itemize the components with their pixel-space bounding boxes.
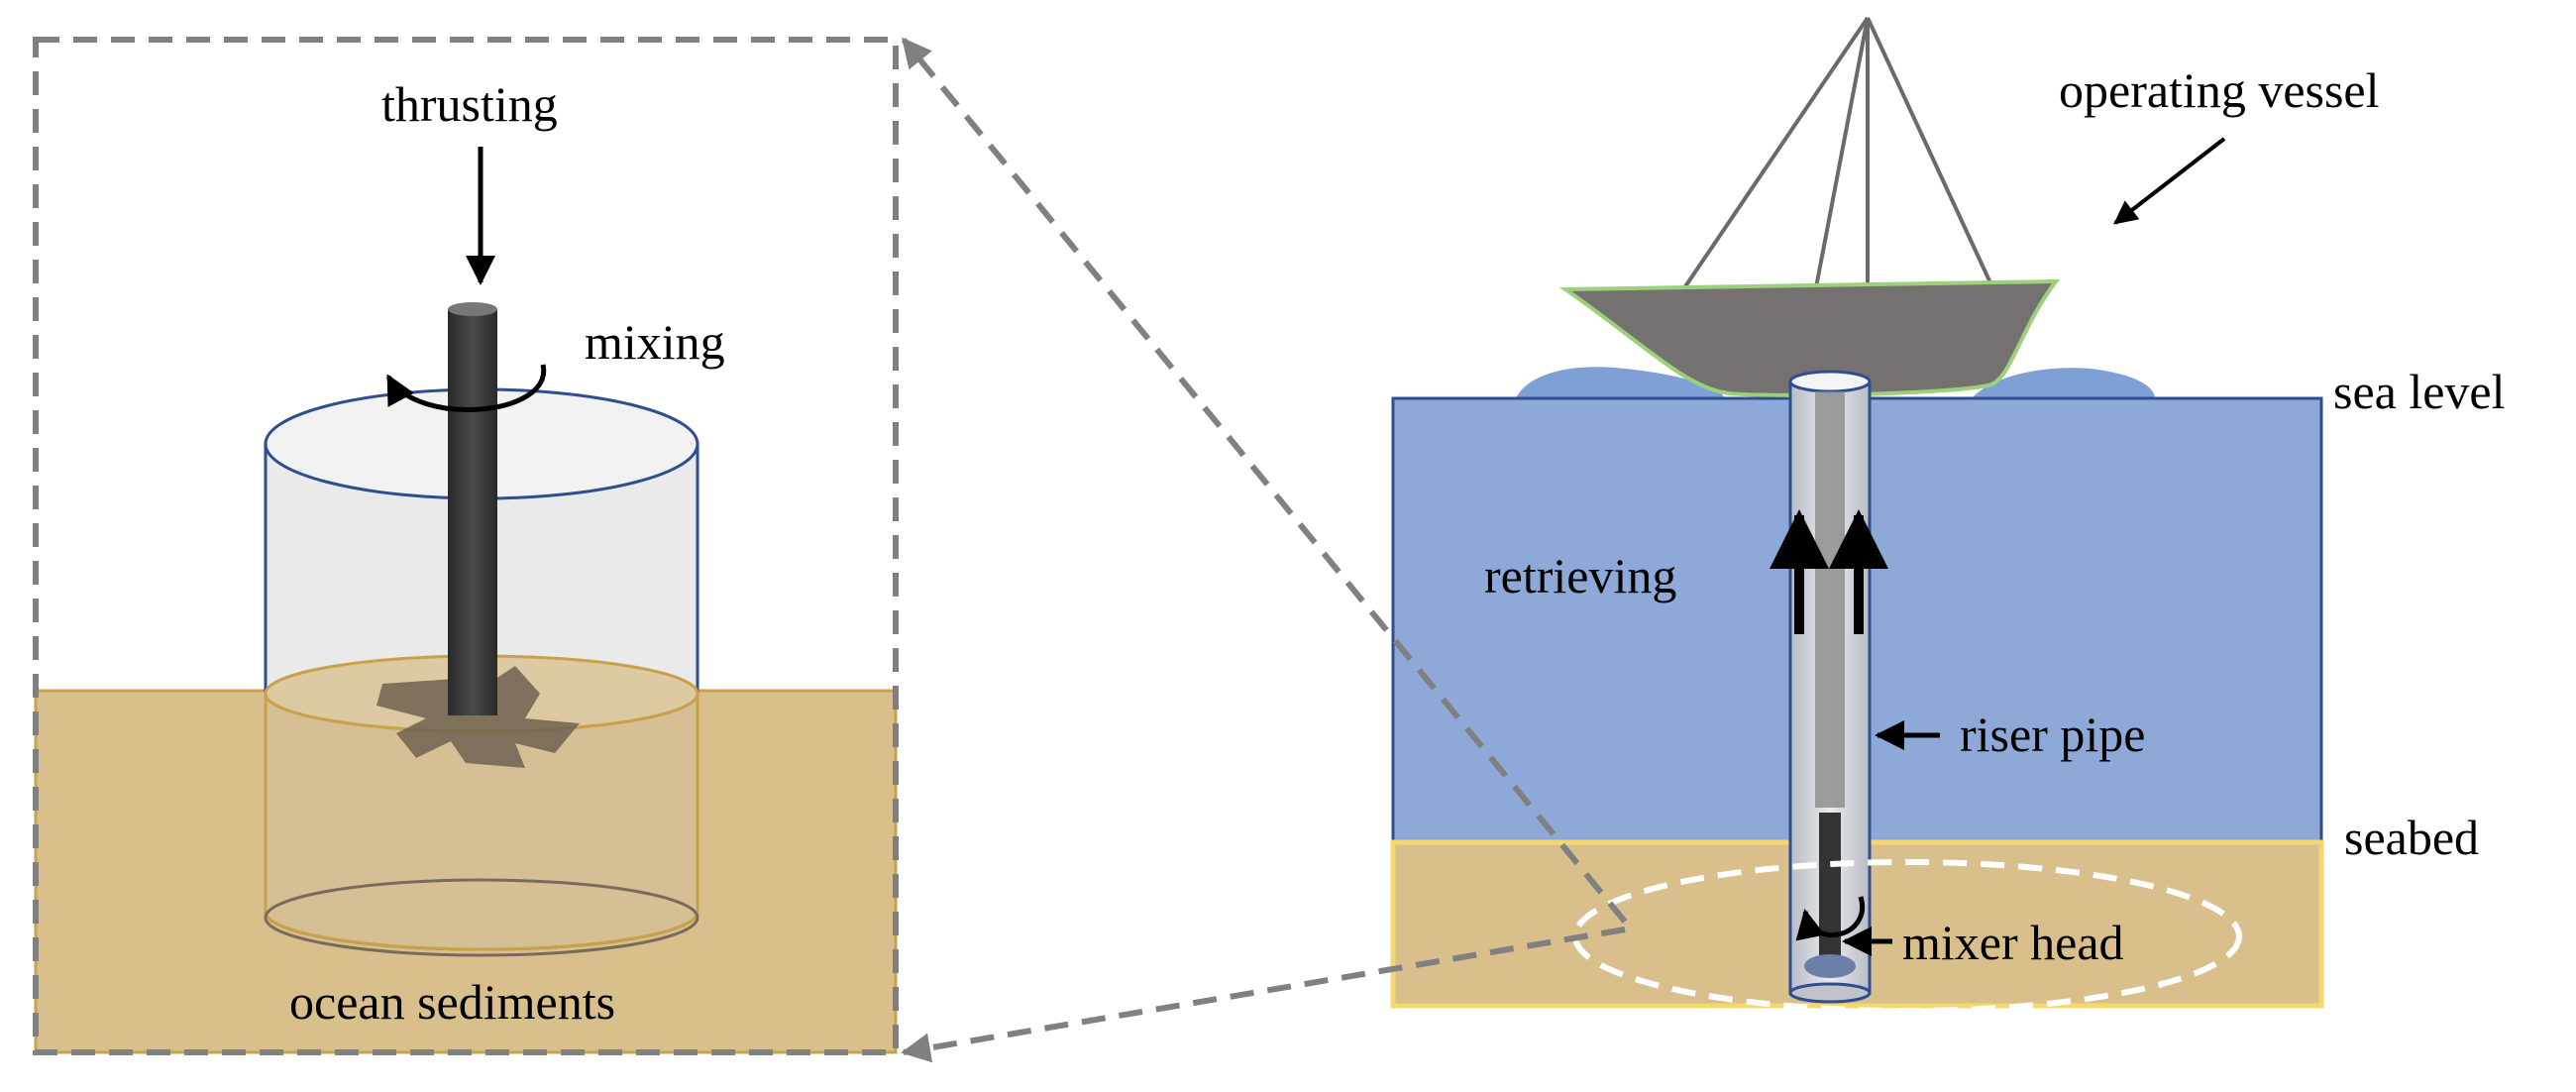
mixer-rod [448,309,497,715]
mixer-blade [376,666,580,768]
vessel-pointer [2113,137,2226,225]
zoom-region-ellipse [1572,859,2242,1014]
sea-wave-right [1972,368,2155,398]
mixing-rotation-arrow [385,364,547,413]
zoom-connector-bottom [901,927,1626,1063]
inner-shaft [1815,391,1845,808]
mixer-head-rotation-arrow [1795,896,1866,941]
cylinder-bottom-shadow [264,878,699,957]
label-retrieving: retrieving [1484,548,1676,603]
overview-panel: operating vessel sea level retrieving ri… [1390,16,2506,1014]
mixer-head-rod [1819,813,1841,961]
label-riser-pipe: riser pipe [1960,707,2145,762]
label-seabed: seabed [2344,810,2479,865]
label-thrusting: thrusting [381,76,558,132]
zoom-connector-top [901,37,1628,924]
label-operating-vessel: operating vessel [2059,62,2380,118]
zoom-dashed-frame [33,37,899,1055]
label-ocean-sediments: ocean sediments [289,974,615,1030]
vessel-rigging [1677,16,1995,297]
zoom-panel: thrusting mixing ocean sediments [33,37,899,1055]
label-mixing: mixing [585,314,725,370]
riser-pipe-top [1788,370,1872,393]
label-sea-level: sea level [2333,364,2506,419]
mixer-head-blade [1804,954,1856,978]
mixer-rod-top [448,302,497,316]
label-mixer-head: mixer head [1902,915,2124,970]
sea-wave-left [1516,367,1724,398]
riser-pipe-bottom [1788,982,1872,1004]
